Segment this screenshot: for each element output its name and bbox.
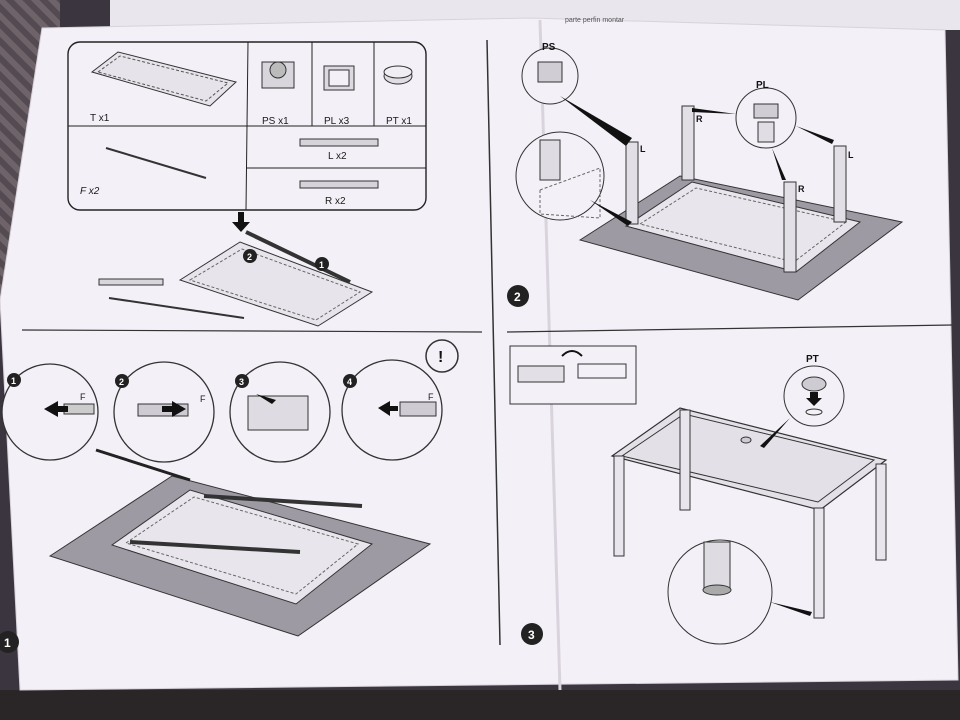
substep-number-1: 1 (11, 376, 16, 386)
warning-icon (425, 339, 459, 373)
warning-mark: ! (438, 349, 443, 366)
parts-list: T x1 PS x1 PL x3 PT x1 F x2 L x2 R x2 (67, 41, 427, 211)
cap-part-illustration (383, 65, 413, 85)
step3-illustration: PT (509, 345, 888, 645)
substep-number-2: 2 (119, 377, 124, 387)
part-label-frame-bar: F x2 (80, 186, 100, 197)
part-label-table-top: T x1 (90, 113, 110, 124)
substep-number-4: 4 (347, 377, 352, 387)
step1-number: 1 (4, 636, 11, 650)
step2-label-r-right: R (798, 184, 805, 194)
step3-number-badge (521, 623, 543, 645)
substep-1-label-f: F (80, 392, 86, 402)
divider-left (21, 329, 483, 333)
part-label-leg-r: R x2 (325, 196, 346, 207)
step2-number: 2 (514, 290, 521, 304)
leg-r-right (783, 181, 797, 273)
step3-label-pt: PT (806, 354, 819, 365)
divider-right (506, 324, 953, 333)
step1-overview-illustration: 2 1 (98, 212, 374, 327)
step2-illustration: parte perfin montar PS PL L R L R (515, 17, 904, 301)
frame-bar-part-illustration (105, 147, 207, 179)
part-label-stopper: PS x1 (262, 116, 289, 127)
part-label-leg-pad: PL x3 (324, 116, 350, 127)
part-label-cap: PT x1 (386, 116, 412, 127)
substep-4-label-f: F (428, 392, 434, 402)
part-label-leg-long: L x2 (328, 151, 347, 162)
table-top-part-illustration (90, 51, 238, 107)
leg-long-part-illustration (299, 138, 379, 147)
leg-r-left (681, 105, 695, 181)
step1-number-badge (0, 631, 19, 653)
step1-marker-1: 1 (319, 260, 324, 270)
step2-label-l-left: L (640, 144, 646, 154)
step1-frame-on-mat (48, 448, 432, 637)
floor-background (0, 690, 960, 720)
substep-2-label-f: F (200, 394, 206, 404)
step2-label-l-right: L (848, 150, 854, 160)
step3-number: 3 (528, 628, 535, 642)
leg-l-left (625, 141, 639, 225)
substep-number-3: 3 (239, 377, 244, 387)
leg-pad-part-illustration (323, 65, 355, 91)
step2-label-ps: PS (542, 42, 556, 53)
step1-marker-2: 2 (247, 252, 252, 262)
step1-substeps: F F F ! 1 2 3 4 (1, 339, 459, 463)
step2-number-badge (507, 285, 529, 307)
vertical-divider (486, 39, 501, 646)
leg-r-part-illustration (299, 180, 379, 189)
stopper-part-illustration (261, 61, 295, 89)
leg-l-right (833, 145, 847, 223)
step2-label-pl: PL (756, 80, 769, 91)
step2-header-text: parte perfin montar (565, 17, 625, 24)
step2-label-r-left: R (696, 114, 703, 124)
